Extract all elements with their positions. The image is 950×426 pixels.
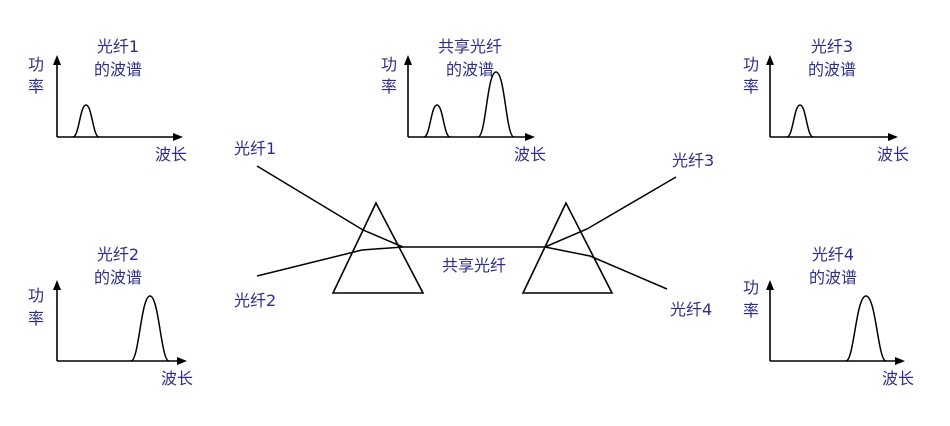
power-label-top: 功 bbox=[743, 55, 759, 74]
x-axis-arrow bbox=[177, 357, 187, 365]
power-label-bottom: 率 bbox=[28, 309, 44, 328]
spectrum-fiber3: 光纤3 的波谱 功 率 波长 bbox=[743, 37, 909, 164]
fiber4-line bbox=[544, 246, 668, 290]
peak-2 bbox=[130, 295, 170, 362]
fiber2-line bbox=[256, 246, 404, 277]
spectrum-fiber2-title-2: 的波谱 bbox=[94, 268, 142, 287]
x-axis-arrow bbox=[525, 133, 535, 141]
spectrum-fiber1-title-1: 光纤1 bbox=[97, 37, 139, 56]
fiber1-label: 光纤1 bbox=[234, 139, 276, 158]
spectrum-fiber1: 光纤1 的波谱 功 率 波长 bbox=[28, 37, 187, 164]
wavelength-label: 波长 bbox=[155, 145, 187, 164]
shared-fiber-label: 共享光纤 bbox=[442, 256, 506, 275]
prism-left bbox=[331, 201, 425, 294]
fiber2-label: 光纤2 bbox=[234, 291, 276, 310]
spectrum-fiber1-title-2: 的波谱 bbox=[94, 60, 142, 79]
power-label-bottom: 率 bbox=[743, 301, 759, 320]
power-label-top: 功 bbox=[381, 55, 397, 74]
x-axis-arrow bbox=[895, 357, 905, 365]
power-label-top: 功 bbox=[28, 286, 44, 305]
fiber-network: 光纤1 光纤2 光纤3 光纤4 共享光纤 bbox=[234, 139, 714, 319]
peak-1 bbox=[423, 104, 451, 138]
peak-2 bbox=[845, 295, 887, 362]
peak-1 bbox=[72, 104, 100, 138]
spectrum-shared-title-1: 共享光纤 bbox=[438, 37, 502, 56]
wavelength-label: 波长 bbox=[514, 145, 546, 164]
power-label-bottom: 率 bbox=[743, 77, 759, 96]
y-axis-arrow bbox=[404, 55, 412, 65]
y-axis-arrow bbox=[53, 55, 61, 65]
spectrum-fiber4-title-2: 的波谱 bbox=[809, 268, 857, 287]
wavelength-label: 波长 bbox=[877, 145, 909, 164]
spectrum-fiber3-title-2: 的波谱 bbox=[808, 60, 856, 79]
y-axis-arrow bbox=[766, 55, 774, 65]
spectrum-fiber2-title-1: 光纤2 bbox=[97, 245, 139, 264]
peak-1 bbox=[786, 104, 814, 138]
prism-right bbox=[521, 201, 614, 294]
x-axis-arrow bbox=[888, 133, 898, 141]
y-axis-arrow bbox=[766, 280, 774, 290]
fiber1-line bbox=[256, 165, 404, 248]
fiber3-line bbox=[544, 176, 677, 248]
power-label-bottom: 率 bbox=[28, 77, 44, 96]
spectrum-fiber2: 光纤2 的波谱 功 率 波长 bbox=[28, 245, 193, 388]
spectrum-shared: 共享光纤 的波谱 功 率 波长 bbox=[381, 37, 546, 164]
spectrum-fiber4: 光纤4 的波谱 功 率 波长 bbox=[743, 245, 914, 388]
y-axis-arrow bbox=[53, 280, 61, 290]
fiber4-label: 光纤4 bbox=[670, 300, 712, 319]
wavelength-label: 波长 bbox=[882, 369, 914, 388]
power-label-bottom: 率 bbox=[381, 77, 397, 96]
peak-2 bbox=[477, 71, 515, 138]
wavelength-label: 波长 bbox=[161, 369, 193, 388]
power-label-top: 功 bbox=[743, 278, 759, 297]
spectrum-shared-title-2: 的波谱 bbox=[446, 60, 494, 79]
power-label-top: 功 bbox=[28, 55, 44, 74]
fiber3-label: 光纤3 bbox=[672, 151, 714, 170]
spectrum-fiber4-title-1: 光纤4 bbox=[812, 245, 854, 264]
spectrum-fiber3-title-1: 光纤3 bbox=[811, 37, 853, 56]
x-axis-arrow bbox=[173, 133, 183, 141]
